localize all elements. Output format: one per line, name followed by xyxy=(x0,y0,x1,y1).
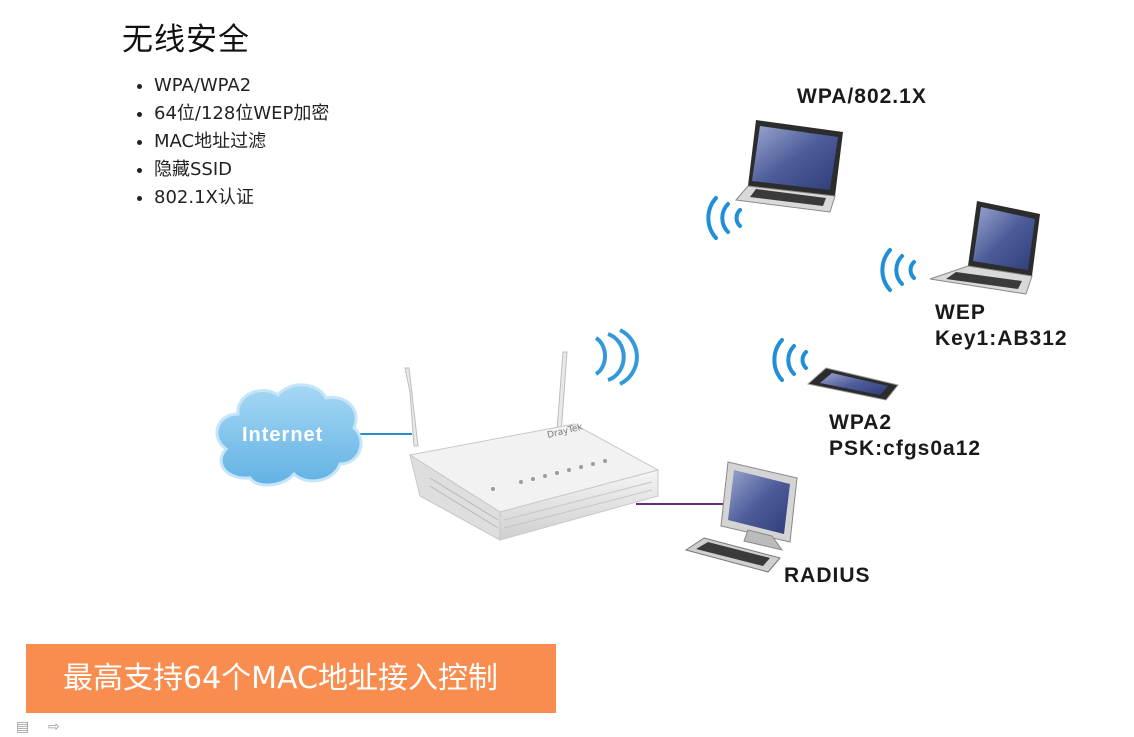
page-title: 无线安全 xyxy=(122,22,250,58)
phone-wpa2-icon xyxy=(806,367,899,401)
wifi-waves-3-icon xyxy=(772,338,808,382)
notes-icon[interactable]: ▤ xyxy=(16,719,30,735)
feature-item: WPA/WPA2 xyxy=(154,72,329,100)
internet-cloud-icon xyxy=(215,383,363,487)
router-icon: DrayTek xyxy=(404,351,660,541)
feature-item: 隐藏SSID xyxy=(154,156,329,184)
feature-list: WPA/WPA2 64位/128位WEP加密 MAC地址过滤 隐藏SSID 80… xyxy=(130,72,329,212)
wifi-waves-1-icon xyxy=(706,196,742,240)
internet-label: Internet xyxy=(242,424,324,446)
wpa2-label-line2: PSK:cfgs0a12 xyxy=(829,437,982,460)
laptop-wep-icon xyxy=(929,201,1040,295)
feature-item: MAC地址过滤 xyxy=(154,128,329,156)
radius-label: RADIUS xyxy=(784,564,871,587)
wep-label-line2: Key1:AB312 xyxy=(935,327,1068,350)
wpa2-label-line1: WPA2 xyxy=(829,411,893,434)
wpa2-label: WPA2 PSK:cfgs0a12 xyxy=(829,410,981,462)
wep-label: WEP Key1:AB312 xyxy=(935,300,1068,352)
feature-item: 64位/128位WEP加密 xyxy=(154,100,329,128)
wpa8021x-label: WPA/802.1X xyxy=(797,85,927,108)
wifi-waves-2-icon xyxy=(880,248,916,292)
mac-limit-banner: 最高支持64个MAC地址接入控制 xyxy=(26,644,556,713)
wep-label-line1: WEP xyxy=(935,301,986,324)
arrow-right-icon[interactable]: ⇨ xyxy=(48,719,60,735)
desktop-radius-icon xyxy=(684,461,798,573)
feature-item: 802.1X认证 xyxy=(154,184,329,212)
laptop-wpa8021x-icon xyxy=(735,120,843,213)
router-wifi-waves-icon xyxy=(594,328,639,386)
